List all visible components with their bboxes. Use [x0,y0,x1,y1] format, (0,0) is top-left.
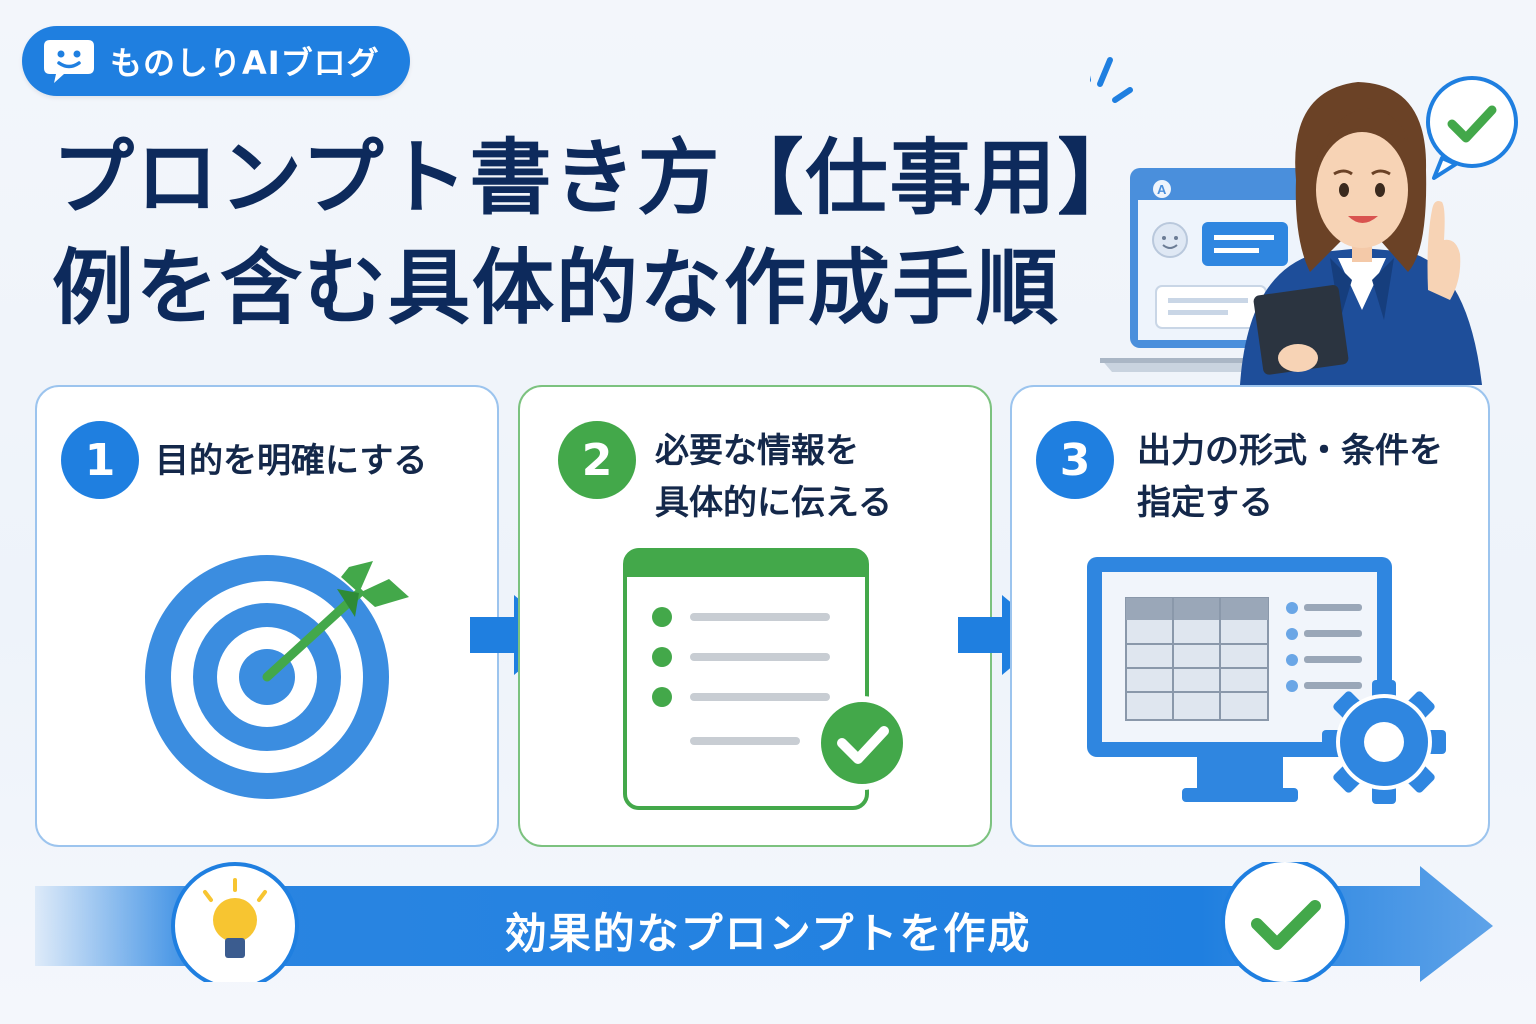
svg-text:A: A [1157,182,1167,197]
lightbulb-icon [171,862,299,982]
page-title-line-2: 例を含む具体的な作成手順 [52,241,1061,336]
check-icon [1221,862,1349,982]
brand-badge[interactable]: ものしりAIブログ [22,26,410,96]
step-number-1: 1 [61,421,139,499]
banner-text: 効果的なプロンプトを作成 [504,909,1032,958]
sparkle-lines [1090,57,1133,103]
arrow-right-icon [470,595,562,675]
step-label-2: 必要な情報を 具体的に伝える [655,431,892,523]
step-card-3[interactable]: 3 出力の形式・条件を 指定する [1010,385,1490,847]
result-banner [35,862,1493,982]
monitor-table-gear-icon [1087,557,1446,804]
check-speech-bubble-icon [1426,76,1518,180]
step-label-1: 目的を明確にする [155,441,428,481]
step-number-2: 2 [558,421,636,499]
hero-illustration: A [1090,57,1518,385]
checklist-window-icon [623,548,909,810]
person-with-tablet-icon [1240,82,1482,385]
target-arrow-icon [145,555,409,799]
brand-name: ものしりAIブログ [110,44,380,82]
step-number-3: 3 [1036,421,1114,499]
chat-bubble-face-icon [44,40,94,83]
step-label-3: 出力の形式・条件を 指定する [1137,431,1443,523]
gear-icon [1322,680,1446,804]
step-card-1[interactable]: 1 目的を明確にする [35,385,499,847]
arrow-right-icon [958,595,1050,675]
step-card-2[interactable]: 2 必要な情報を 具体的に伝える [518,385,992,847]
page-title-line-1: プロンプト書き方【仕事用】 [52,131,1142,226]
